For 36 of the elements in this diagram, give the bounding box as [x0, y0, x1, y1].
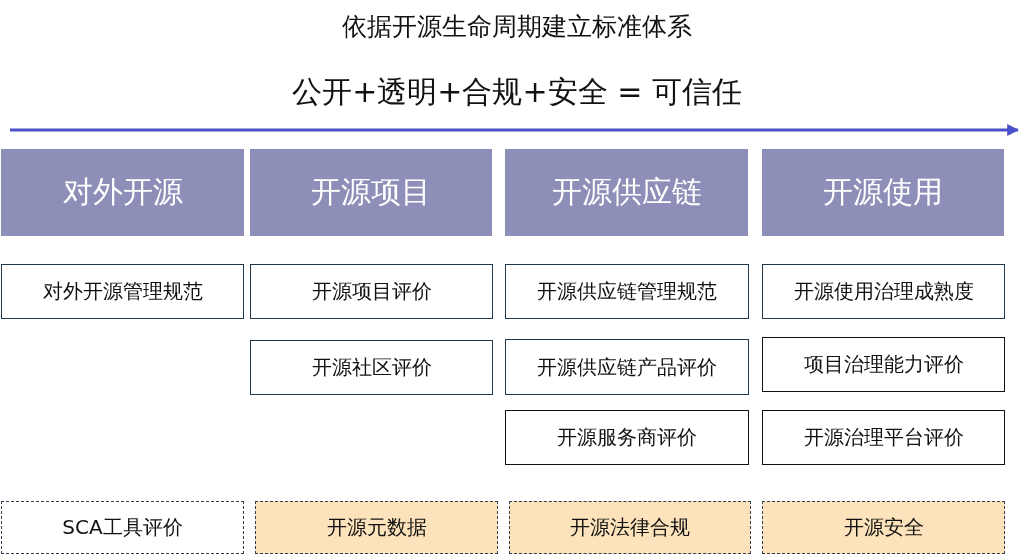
standard-box: [505, 264, 749, 319]
stage-label: 对外开源: [62, 175, 183, 210]
standard-box: [762, 410, 1005, 465]
slogan-text: 公开+透明+合规+安全 = 可信任: [291, 73, 743, 111]
standard-box: [505, 339, 749, 395]
standard-label: 开源治理平台评价: [803, 426, 964, 449]
foundation-box: [1, 501, 244, 554]
stage-header: [762, 149, 1004, 236]
foundation-box: [762, 501, 1005, 554]
standard-label: 项目治理能力评价: [803, 353, 964, 376]
standard-box: [1, 264, 244, 319]
standard-label: 开源使用治理成熟度: [793, 280, 974, 303]
stage-header: [250, 149, 492, 236]
foundation-label: 开源元数据: [326, 516, 427, 539]
foundation-box: [509, 501, 751, 554]
standard-box: [762, 264, 1005, 319]
standard-box: [250, 264, 493, 319]
stage-label: 开源使用: [823, 175, 943, 210]
stage-label: 开源供应链: [551, 175, 702, 210]
standard-box: [250, 340, 493, 395]
standard-label: 开源供应链产品评价: [537, 355, 717, 379]
standard-box: [762, 337, 1005, 392]
foundation-label: SCA工具评价: [62, 516, 183, 539]
standard-label: 开源项目评价: [311, 280, 432, 303]
standard-label: 开源供应链管理规范: [537, 280, 717, 303]
stage-header: [505, 149, 748, 236]
foundation-label: 开源法律合规: [570, 516, 690, 539]
standard-box: [505, 410, 749, 465]
foundation-box: [255, 501, 498, 554]
diagram-title: 依据开源生命周期建立标准体系: [341, 11, 693, 43]
stage-header: [1, 149, 244, 236]
standard-label: 开源服务商评价: [557, 426, 697, 449]
foundation-label: 开源安全: [843, 516, 924, 539]
standard-label: 对外开源管理规范: [42, 280, 203, 303]
stage-label: 开源项目: [311, 175, 431, 210]
standard-label: 开源社区评价: [311, 356, 432, 379]
